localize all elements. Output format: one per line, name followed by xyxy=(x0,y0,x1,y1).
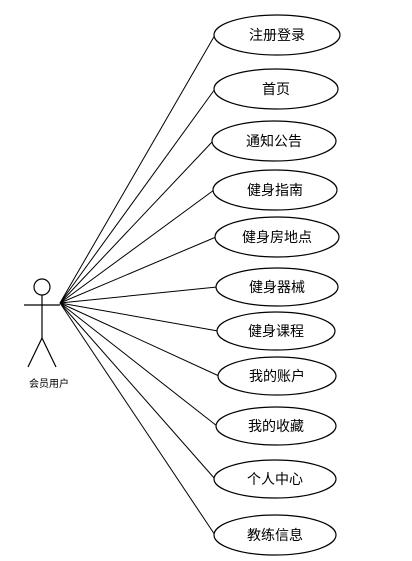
use-case: 健身指南 xyxy=(212,169,338,211)
use-case: 健身器械 xyxy=(215,267,339,307)
use-case: 我的账户 xyxy=(217,356,337,396)
use-case-label: 健身器械 xyxy=(249,280,305,296)
actor-head xyxy=(33,278,51,296)
use-case-label: 健身指南 xyxy=(247,183,303,199)
use-case-label: 我的账户 xyxy=(249,368,305,385)
use-case-label: 通知公告 xyxy=(246,133,302,150)
use-case-label: 注册登录 xyxy=(249,28,305,44)
association-line xyxy=(59,236,217,304)
use-case-label: 我的收藏 xyxy=(248,419,304,435)
use-case-ellipse xyxy=(211,120,337,162)
association-lines xyxy=(59,34,220,536)
use-case-label: 首页 xyxy=(262,82,290,98)
actor-member-user: 会员用户 xyxy=(24,278,69,390)
use-case: 教练信息 xyxy=(213,514,337,556)
use-case-ellipse xyxy=(212,169,338,211)
association-line xyxy=(59,88,216,304)
use-case-ellipse xyxy=(213,459,337,499)
use-case: 通知公告 xyxy=(211,120,337,162)
association-line xyxy=(59,140,214,304)
actor-label: 会员用户 xyxy=(29,377,69,390)
association-line xyxy=(59,302,216,536)
use-case: 我的收藏 xyxy=(215,406,337,446)
use-case-ellipse xyxy=(213,68,339,110)
use-case-label: 教练信息 xyxy=(247,527,303,544)
use-case-ellipse xyxy=(215,267,339,307)
use-cases: 注册登录首页通知公告健身指南健身房地点健身器械健身课程我的账户我的收藏个人中心教… xyxy=(211,14,341,556)
use-case-ellipse xyxy=(217,356,337,396)
use-case: 首页 xyxy=(213,68,339,110)
association-line xyxy=(59,286,218,304)
use-case-ellipse xyxy=(216,311,336,351)
use-case-ellipse xyxy=(213,514,337,556)
association-line xyxy=(59,189,215,304)
use-case: 注册登录 xyxy=(213,14,341,56)
association-line xyxy=(59,302,218,427)
use-case: 个人中心 xyxy=(213,459,337,499)
use-case: 健身房地点 xyxy=(214,216,340,258)
use-case-label: 健身课程 xyxy=(248,324,304,340)
use-case-ellipse xyxy=(215,406,337,446)
use-case-ellipse xyxy=(214,216,340,258)
association-line xyxy=(59,302,216,480)
use-case-label: 健身房地点 xyxy=(242,230,312,246)
use-case-ellipse xyxy=(213,14,341,56)
use-case: 健身课程 xyxy=(216,311,336,351)
association-line xyxy=(59,302,219,332)
use-case-label: 个人中心 xyxy=(247,472,303,488)
association-line xyxy=(59,302,220,377)
association-line xyxy=(59,34,216,304)
actor-left-leg xyxy=(27,337,43,368)
actor-right-leg xyxy=(41,337,57,368)
